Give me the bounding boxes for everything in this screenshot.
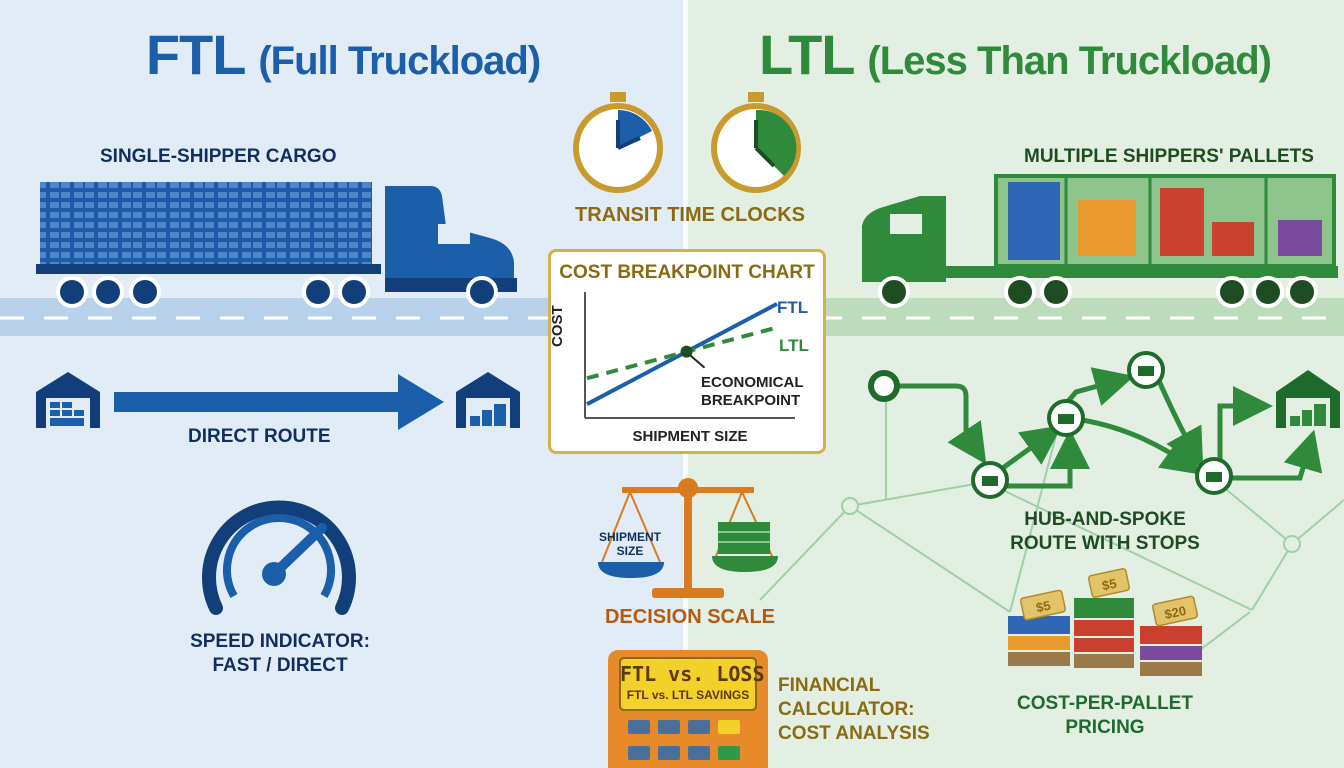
speed-indicator-label: SPEED INDICATOR: FAST / DIRECT [150,630,410,678]
scale-pan-label: SHIPMENT SIZE [592,530,668,558]
ftl-direct-route-arrow [114,374,444,430]
ftl-title-abbr: FTL [145,23,247,86]
route-origin-node-icon [868,370,900,402]
chart-title: COST BREAKPOINT CHART [559,262,815,283]
chart-annotation-pointer [689,354,706,369]
cost-breakpoint-chart: COST BREAKPOINT CHART COST SHIPMENT SIZE… [548,249,826,454]
ftl-origin-warehouse-icon [36,372,100,428]
ltl-route-line1: HUB-AND-SPOKE [1024,509,1186,530]
price-tag-1: $5 [1035,598,1052,616]
ltl-title-abbr: LTL [759,23,855,86]
ftl-truck-icon [36,182,517,308]
calculator-label-line1: FINANCIAL [778,675,881,696]
ltl-pricing-label: COST-PER-PALLET PRICING [1000,692,1210,740]
chart-legend-ltl: LTL [779,336,809,355]
ftl-transit-clock-icon [573,92,663,193]
calculator-label-line2: CALCULATOR: [778,699,915,720]
calculator-display-main: FTL vs. LOSS [620,662,765,686]
ltl-cargo-label: MULTIPLE SHIPPERS' PALLETS [1024,146,1314,167]
decision-scale-label: DECISION SCALE [604,606,776,628]
ltl-destination-warehouse-icon [1276,370,1340,428]
financial-calculator-icon [608,650,768,768]
ltl-pricing-line2: PRICING [1065,717,1145,738]
scale-pan-line1: SHIPMENT [598,530,661,544]
chart-breakpoint-marker [680,345,693,358]
chart-y-label: COST [549,305,566,347]
ftl-route-label: DIRECT ROUTE [188,426,331,447]
ftl-title: FTL (Full Truckload) [0,22,686,87]
speedometer-icon [202,500,356,615]
ltl-route-line2: ROUTE WITH STOPS [1010,533,1200,554]
ltl-title: LTL (Less Than Truckload) [686,22,1344,87]
calculator-display-sub: FTL vs. LTL SAVINGS [626,688,750,702]
chart-x-label: SHIPMENT SIZE [632,428,748,445]
transit-clocks-label: TRANSIT TIME CLOCKS [575,204,805,226]
speed-label-line2: FAST / DIRECT [212,655,348,676]
chart-annotation-line2: BREAKPOINT [701,392,801,409]
priced-pallets-icon [1008,568,1202,676]
price-tag-2: $5 [1101,576,1118,594]
chart-series-ltl-line [586,325,778,381]
chart-plot [584,292,795,419]
chart-annotation-line1: ECONOMICAL [701,374,804,391]
calculator-label: FINANCIAL CALCULATOR: COST ANALYSIS [778,674,930,746]
chart-legend-ftl: FTL [777,298,809,317]
ftl-cargo-label: SINGLE-SHIPPER CARGO [100,146,337,167]
calculator-label-line3: COST ANALYSIS [778,723,930,744]
ltl-route-label: HUB-AND-SPOKE ROUTE WITH STOPS [1000,508,1210,556]
ltl-pricing-line1: COST-PER-PALLET [1017,693,1193,714]
ltl-transit-clock-icon [711,92,801,193]
price-tag-3: $20 [1163,603,1187,622]
decision-scale-icon [598,478,778,598]
ltl-title-full: (Less Than Truckload) [867,39,1272,83]
ftl-destination-warehouse-icon [456,372,520,428]
scale-pan-line2: SIZE [616,544,644,558]
hub-and-spoke-routes [898,367,1323,489]
chart-annotation: ECONOMICAL BREAKPOINT [701,374,804,410]
speed-label-line1: SPEED INDICATOR: [190,631,370,652]
ltl-truck-icon [862,174,1338,308]
ftl-title-full: (Full Truckload) [258,39,541,83]
